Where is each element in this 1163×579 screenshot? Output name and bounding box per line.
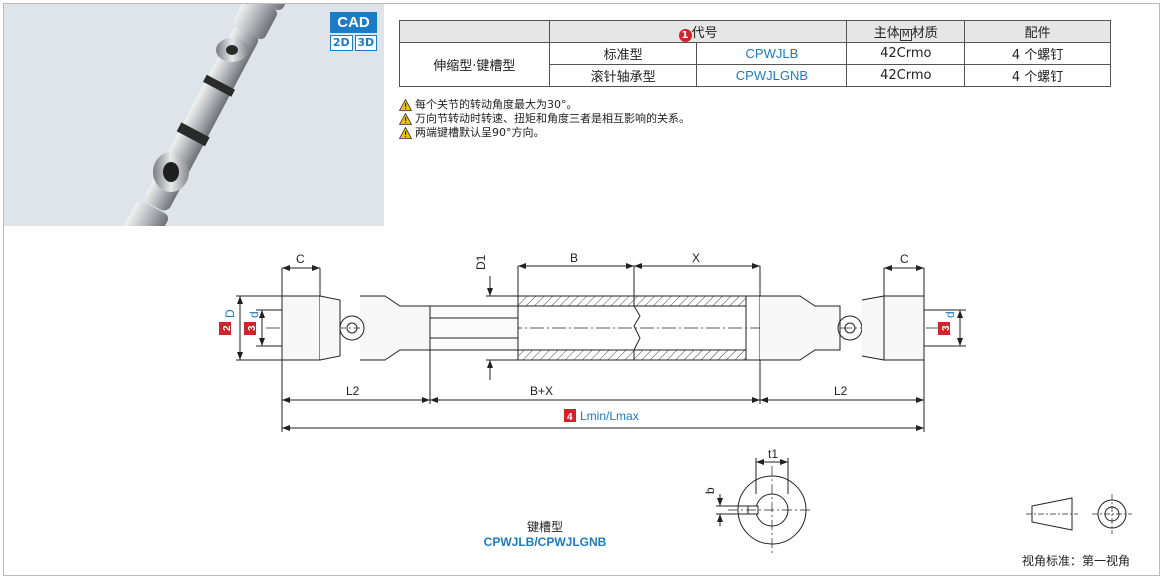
- row-parts: 4 个螺钉: [964, 64, 1111, 87]
- dim-d-outer: D: [223, 309, 237, 318]
- marker-3-right: [938, 322, 950, 335]
- dim-b-key: b: [703, 487, 717, 494]
- cad-title: CAD: [330, 12, 377, 33]
- marker-3-left: [244, 322, 256, 335]
- dim-bx: B+X: [530, 384, 553, 398]
- warning-icon: [399, 113, 412, 125]
- drawing-caption: 键槽型 CPWJLB/CPWJLGNB: [470, 520, 620, 550]
- header-material-suffix: 材质: [911, 26, 938, 41]
- note-item: 每个关节的转动角度最大为30°。: [399, 98, 690, 112]
- dim-l2-right: L2: [834, 384, 848, 398]
- caption-type: 键槽型: [526, 520, 563, 534]
- marker-4-label: 4: [567, 412, 573, 423]
- dim-d1: D1: [474, 254, 488, 270]
- cad-badge[interactable]: CAD 2D 3D: [330, 12, 377, 51]
- note-text: 每个关节的转动角度最大为30°。: [415, 98, 578, 111]
- dim-t1: t1: [768, 447, 778, 461]
- dim-c-right: C: [900, 252, 909, 266]
- material-box-icon: M: [899, 29, 912, 41]
- note-text: 万向节转动时转速、扭矩和角度三者是相互影响的关系。: [415, 112, 690, 125]
- dim-l-total: Lmin/Lmax: [580, 409, 639, 423]
- cad-3d-button[interactable]: 3D: [354, 35, 377, 51]
- dim-l2-left: L2: [346, 384, 360, 398]
- row-material: 42Crmo: [846, 64, 966, 87]
- header-parts: 配件: [964, 20, 1111, 43]
- header-code-label: 代号: [691, 25, 718, 41]
- table-row: 滚针轴承型 CPWJLGNB 42Crmo 4 个螺钉: [400, 64, 1111, 87]
- group-label: 伸缩型·键槽型: [399, 42, 550, 87]
- header-empty: [399, 20, 550, 43]
- caption-codes: CPWJLB/CPWJLGNB: [483, 535, 607, 549]
- note-text: 两端键槽默认呈90°方向。: [415, 126, 545, 139]
- marker-1: 1: [678, 28, 692, 42]
- dim-d-left: d: [247, 311, 261, 318]
- marker-4: [564, 409, 576, 422]
- table-row: 伸缩型·键槽型 标准型 CPWJLB 42Crmo 4 个螺钉: [399, 42, 1111, 87]
- marker-2: [219, 322, 231, 335]
- marker-2-label: 2: [222, 325, 233, 331]
- header-material-prefix: 主体: [873, 26, 900, 41]
- note-item: 万向节转动时转速、扭矩和角度三者是相互影响的关系。: [399, 112, 690, 126]
- dim-d-right: d: [943, 311, 957, 318]
- warning-icon: [399, 99, 412, 111]
- page-frame: [3, 3, 1160, 576]
- note-item: 两端键槽默认呈90°方向。: [399, 126, 690, 140]
- dim-b: B: [570, 251, 578, 265]
- dim-c-left: C: [296, 252, 305, 266]
- notes-list: 每个关节的转动角度最大为30°。 万向节转动时转速、扭矩和角度三者是相互影响的关…: [399, 98, 690, 140]
- row-material: 42Crmo: [846, 42, 966, 65]
- cad-2d-button[interactable]: 2D: [330, 35, 353, 51]
- view-standard-label: 视角标准：第一视角: [1022, 554, 1131, 568]
- marker-3-right-label: 3: [941, 325, 952, 331]
- dim-x: X: [692, 251, 700, 265]
- warning-icon: [399, 127, 412, 139]
- marker-3-left-label: 3: [247, 325, 258, 331]
- part-code-link[interactable]: CPWJLGNB: [696, 64, 848, 87]
